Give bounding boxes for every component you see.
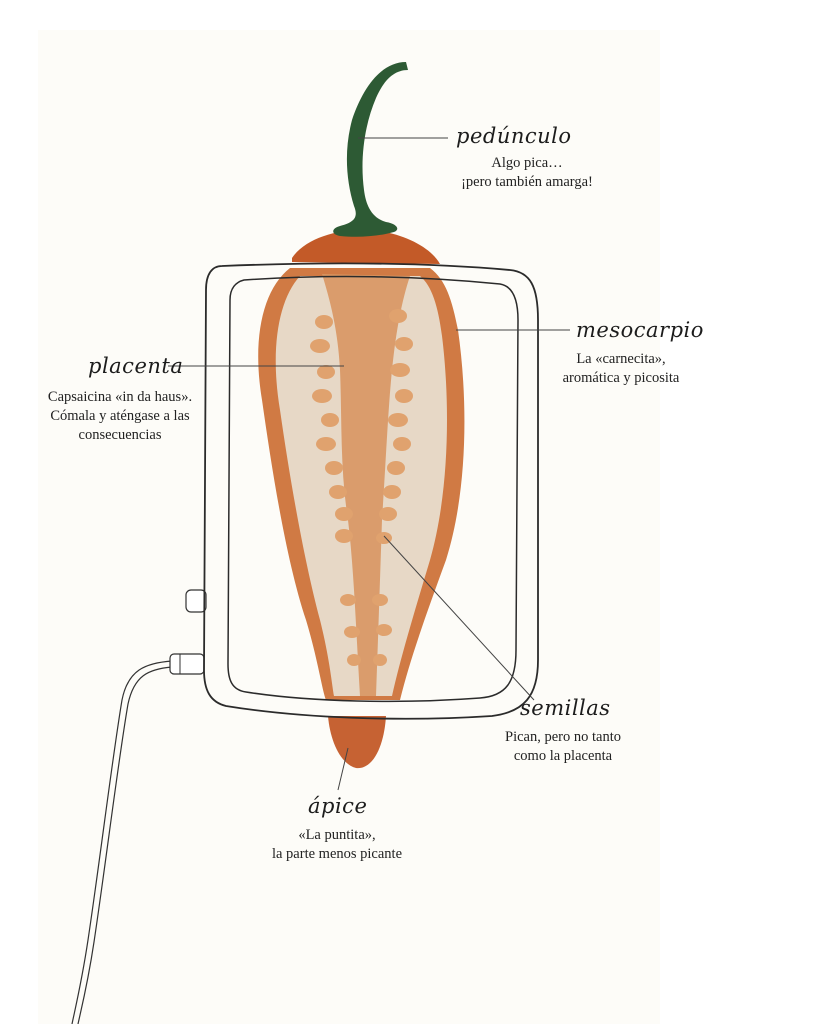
desc-line: ¡pero también amarga! bbox=[452, 173, 602, 192]
desc-line: aromática y picosita bbox=[546, 369, 696, 388]
desc-line: como la placenta bbox=[488, 747, 638, 766]
desc-line: Cómala y aténgase a las bbox=[36, 407, 204, 426]
label-apice-desc: «La puntita», la parte menos picante bbox=[252, 826, 422, 864]
label-apice-title: ápice bbox=[308, 794, 367, 818]
label-pedunculo-title: pedúnculo bbox=[456, 124, 572, 148]
plug bbox=[170, 654, 204, 674]
desc-line: Pican, pero no tanto bbox=[488, 728, 638, 747]
label-placenta-desc: Capsaicina «in da haus». Cómala y aténga… bbox=[36, 388, 204, 445]
desc-line: La «carnecita», bbox=[546, 350, 696, 369]
side-button bbox=[186, 590, 206, 612]
label-semillas-desc: Pican, pero no tanto como la placenta bbox=[488, 728, 638, 766]
label-mesocarpio-title: mesocarpio bbox=[576, 318, 704, 342]
desc-line: «La puntita», bbox=[252, 826, 422, 845]
label-semillas-title: semillas bbox=[520, 696, 611, 720]
label-mesocarpio-desc: La «carnecita», aromática y picosita bbox=[546, 350, 696, 388]
desc-line: Capsaicina «in da haus». bbox=[36, 388, 204, 407]
label-pedunculo-desc: Algo pica… ¡pero también amarga! bbox=[452, 154, 602, 192]
desc-line: consecuencias bbox=[36, 426, 204, 445]
label-placenta-title: placenta bbox=[88, 354, 183, 378]
desc-line: Algo pica… bbox=[452, 154, 602, 173]
desc-line: la parte menos picante bbox=[252, 845, 422, 864]
